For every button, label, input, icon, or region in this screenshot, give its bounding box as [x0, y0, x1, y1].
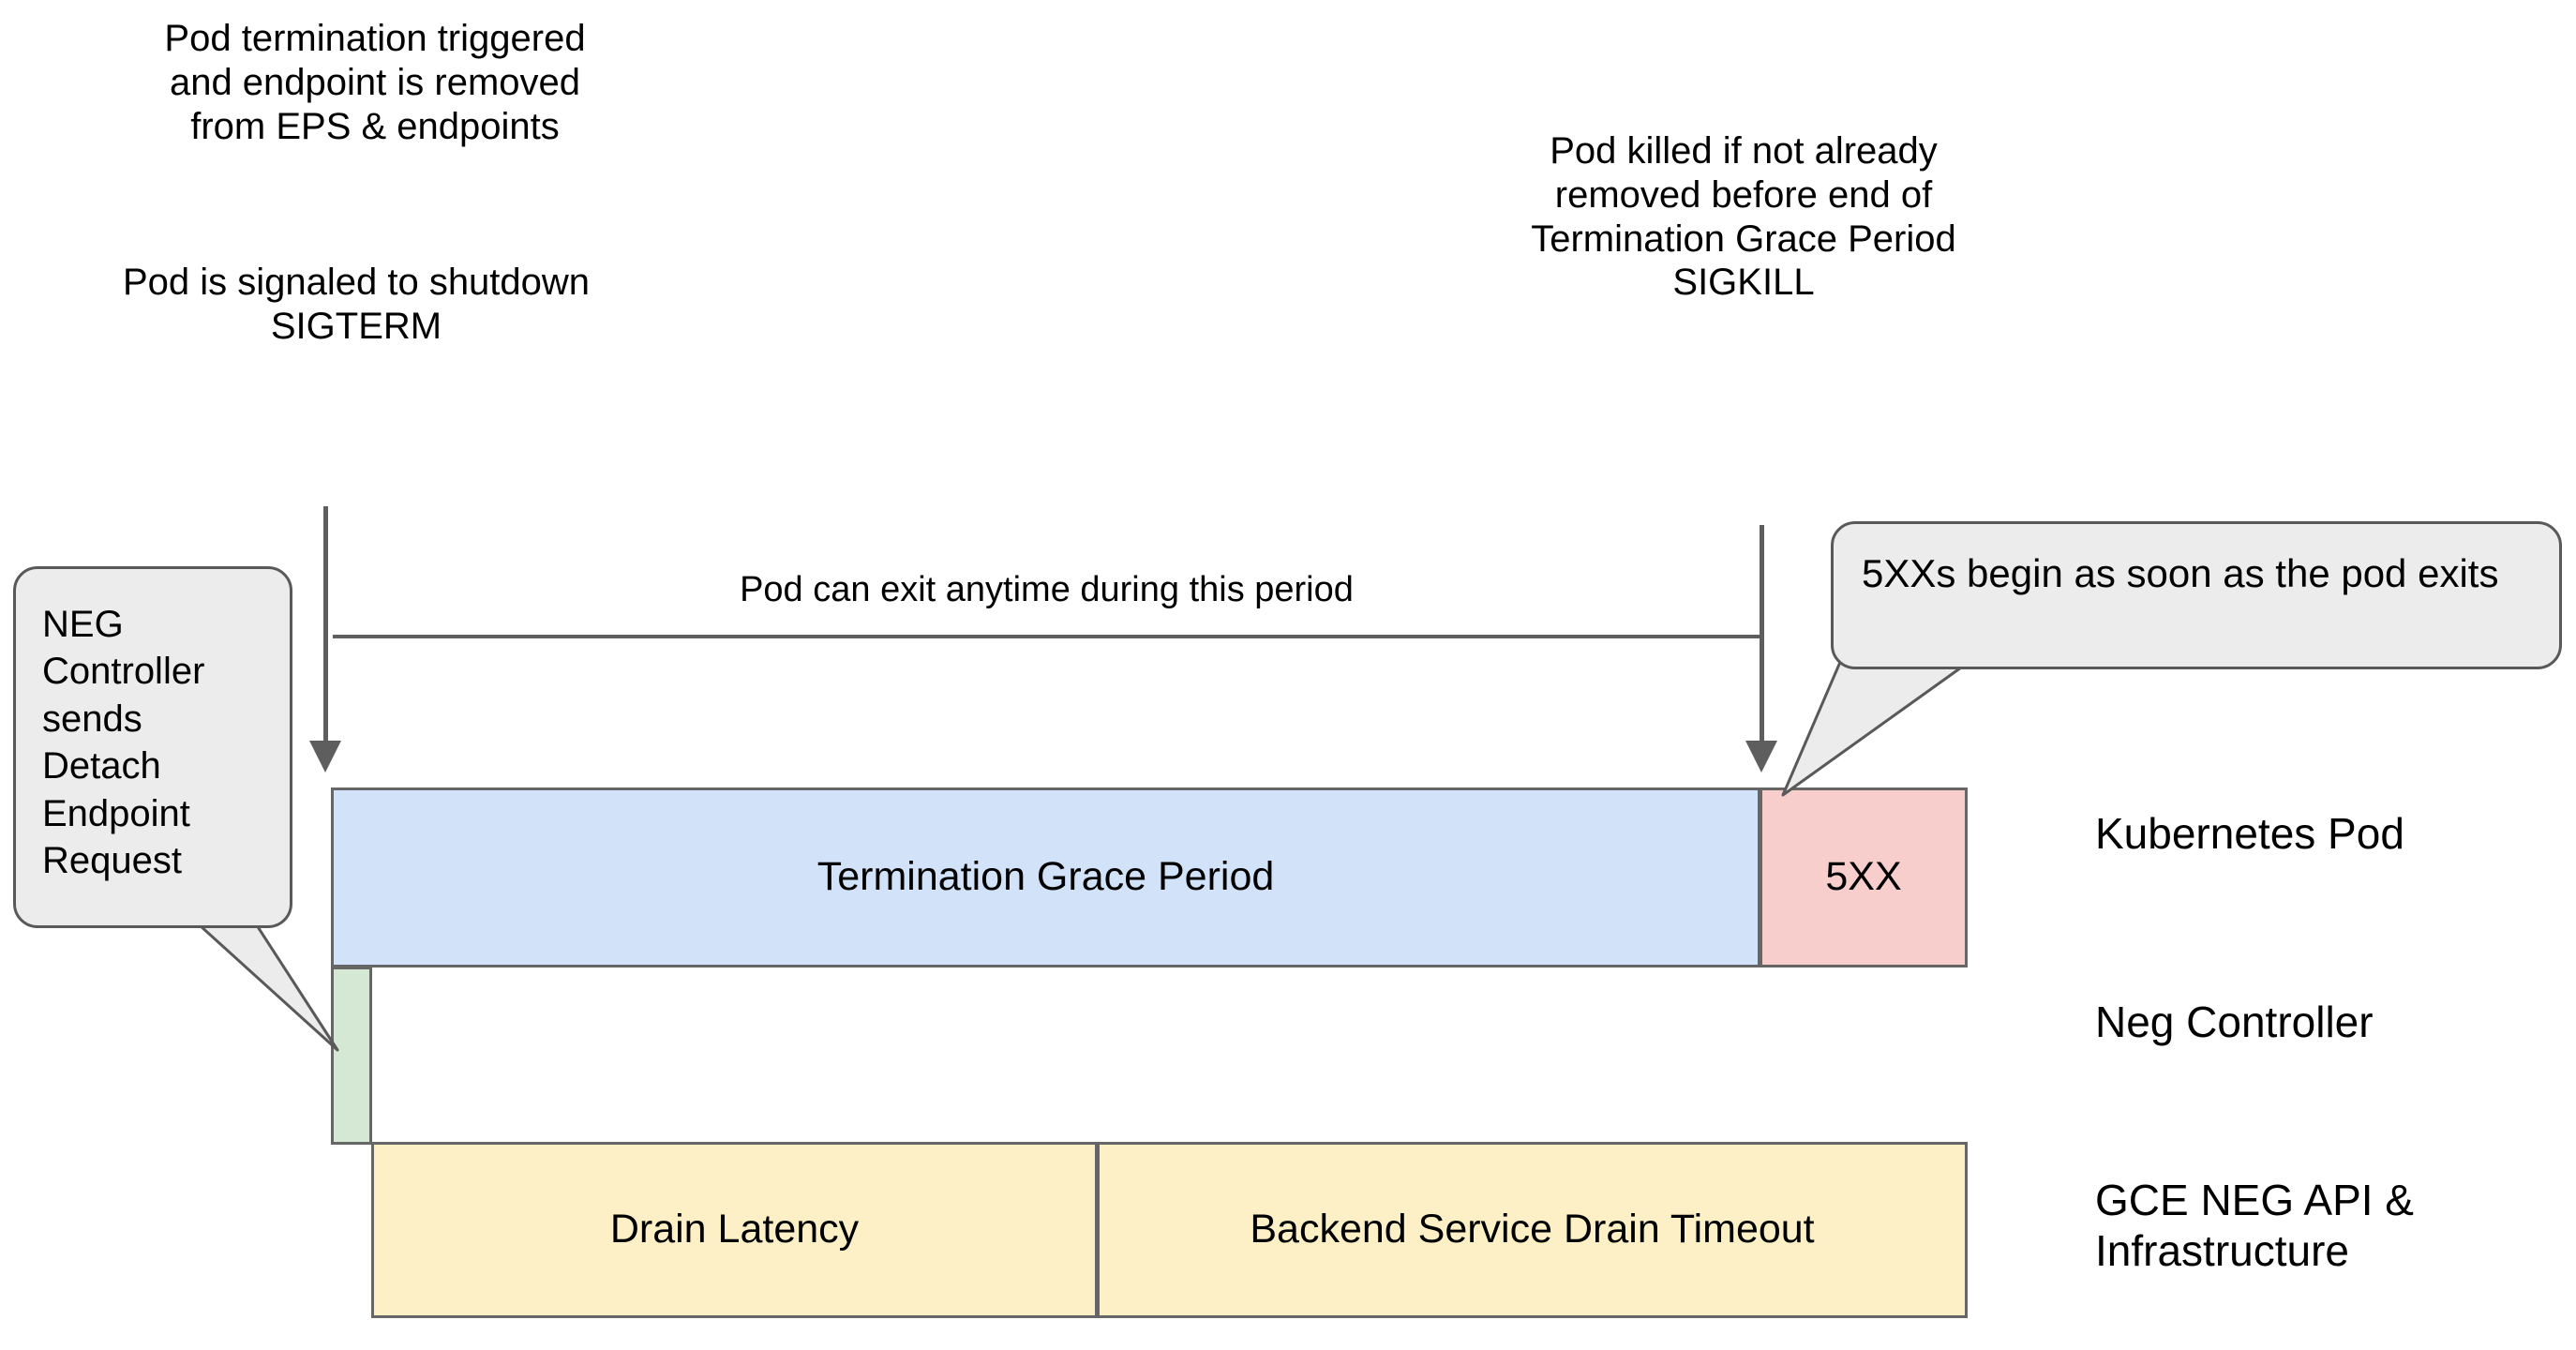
arrow-shaft — [323, 506, 328, 742]
bar-drain-latency[interactable]: Drain Latency — [371, 1142, 1098, 1318]
lane-label-gce-neg-api-infrastructure: GCE NEG API & Infrastructure — [2095, 1176, 2414, 1276]
callout-neg-controller-detach: NEG Controller sends Detach Endpoint Req… — [13, 566, 292, 928]
span-caption-pod-can-exit: Pod can exit anytime during this period — [740, 570, 1354, 609]
lane-label-kubernetes-pod: Kubernetes Pod — [2095, 809, 2404, 858]
callout-tail-5xx — [1781, 645, 1989, 797]
bar-label-5xx: 5XX — [1825, 854, 1902, 900]
bar-label-drain-latency: Drain Latency — [609, 1207, 860, 1252]
lane-label-neg-controller: Neg Controller — [2095, 998, 2374, 1046]
note-pod-signaled-sigterm: Pod is signaled to shutdown SIGTERM — [122, 262, 591, 347]
span-line — [333, 635, 1760, 638]
bar-neg-detach[interactable] — [331, 967, 372, 1145]
bar-5xx[interactable]: 5XX — [1760, 788, 1968, 968]
callout-5xx-begin: 5XXs begin as soon as the pod exits — [1831, 521, 2562, 669]
bar-backend-service-drain-timeout[interactable]: Backend Service Drain Timeout — [1097, 1142, 1968, 1318]
note-pod-killed-sigkill: Pod killed if not already removed before… — [1531, 130, 1956, 304]
arrow-shaft — [1760, 525, 1764, 742]
arrow-head-icon — [1745, 741, 1777, 772]
bar-label-termination-grace-period: Termination Grace Period — [816, 854, 1275, 900]
bar-label-backend-service-drain-timeout: Backend Service Drain Timeout — [1250, 1207, 1815, 1252]
bar-termination-grace-period[interactable]: Termination Grace Period — [331, 788, 1760, 968]
arrow-head-icon — [309, 741, 341, 772]
note-pod-termination-triggered: Pod termination triggered and endpoint i… — [164, 18, 586, 147]
